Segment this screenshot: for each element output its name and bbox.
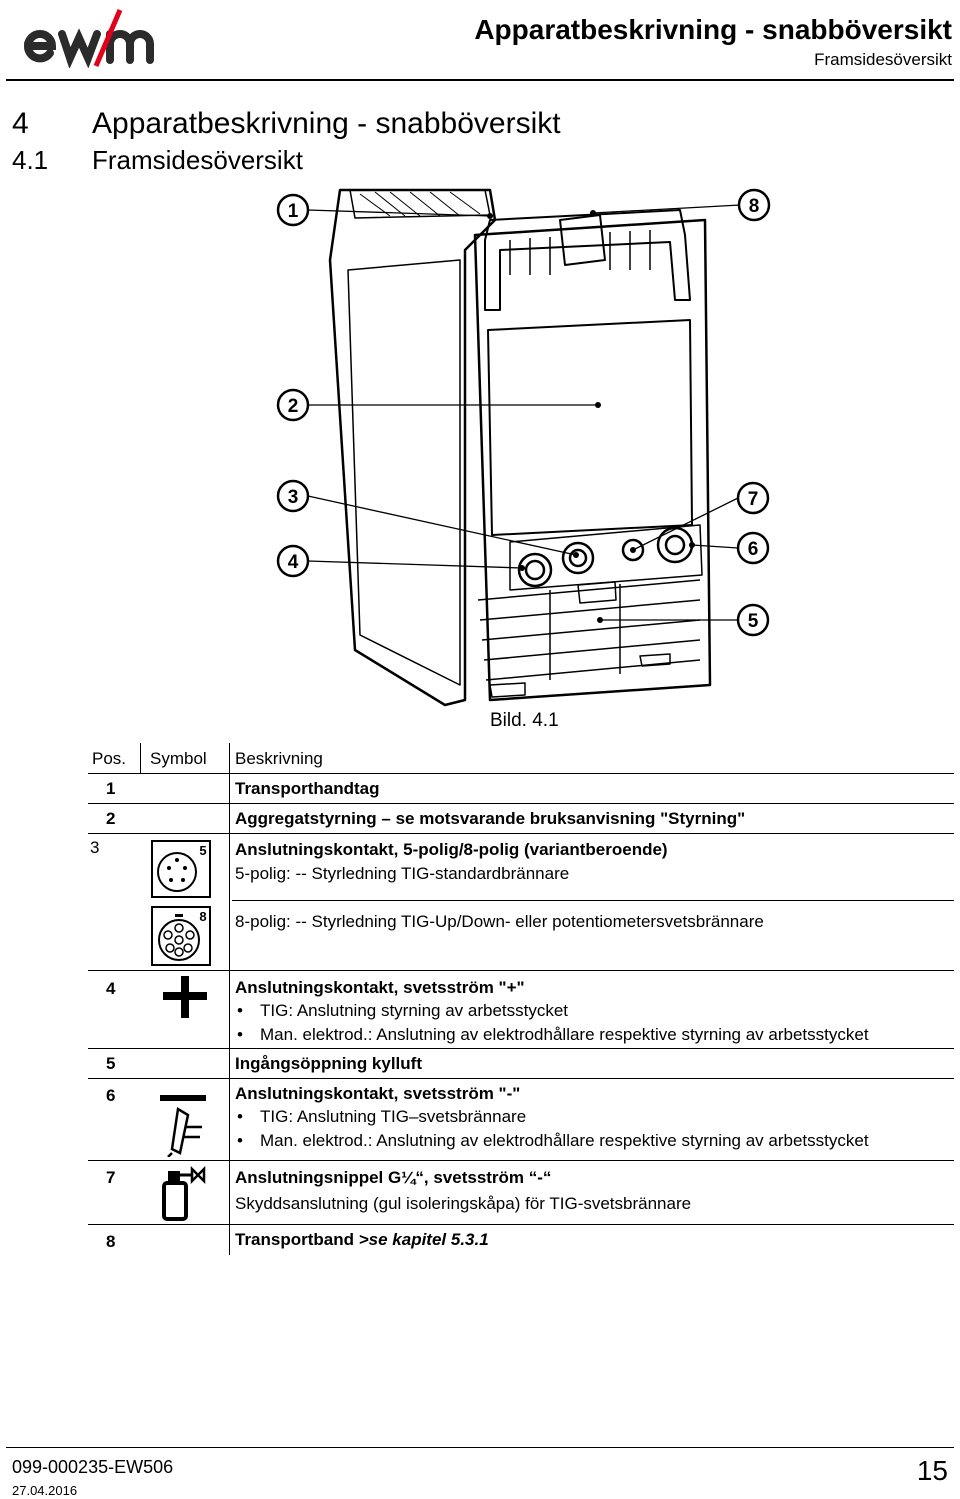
row-8-title: Transportband >se kapitel 5.3.1 (235, 1230, 489, 1249)
callout-6: 6 (748, 539, 759, 560)
table-rule (88, 1078, 954, 1079)
row-3-line-8pin: 8-polig: -- Styrledning TIG-Up/Down- ell… (235, 912, 764, 931)
row-8-chapter-ref: >se kapitel 5.3.1 (358, 1230, 489, 1249)
callout-4: 4 (288, 552, 299, 573)
header-rule (6, 79, 954, 81)
callout-8: 8 (749, 196, 760, 217)
callout-3: 3 (288, 487, 299, 508)
row-4-bullet-tig: TIG: Anslutning styrning av arbetsstycke… (260, 1001, 569, 1020)
bullet-dot: • (237, 1107, 243, 1126)
header-pos: Pos. (92, 749, 127, 768)
callout-7: 7 (748, 489, 759, 510)
callout-1: 1 (288, 201, 299, 222)
plus-icon (163, 976, 207, 1018)
table-rule (88, 773, 954, 774)
row-1-title: Transporthandtag (235, 779, 380, 798)
row-4-title: Anslutningskontakt, svetsström "+" (235, 978, 525, 997)
row-7-title: Anslutningsnippel G¼“, svetsström “-“ (235, 1168, 552, 1187)
row-8-pos: 8 (106, 1232, 116, 1251)
row-7-line: Skyddsanslutning (gul isoleringskåpa) fö… (235, 1194, 692, 1213)
socket-8pin-icon: 8 (151, 906, 211, 966)
header-title: Apparatbeskrivning - snabböversikt (474, 14, 952, 45)
header-symbol: Symbol (150, 749, 207, 768)
row-1-pos: 1 (106, 779, 116, 798)
table-rule (88, 1160, 954, 1161)
table-rule (88, 1048, 954, 1049)
row-3-line-5pin: 5-polig: -- Styrledning TIG-standardbrän… (235, 864, 570, 883)
callout-5: 5 (748, 611, 759, 632)
socket-5pin-icon: 5 (151, 840, 211, 898)
row-3-title: Anslutningskontakt, 5-polig/8-polig (var… (235, 840, 668, 859)
table-rule (232, 900, 954, 901)
bullet-dot: • (237, 1025, 243, 1044)
table-vline (229, 743, 230, 1255)
figure-caption: Bild. 4.1 (490, 710, 559, 731)
table-rule (88, 833, 954, 834)
footer-doc-number: 099-000235-EW506 (12, 1457, 174, 1477)
footer-rule (6, 1447, 954, 1448)
svg-text:8: 8 (199, 909, 206, 924)
torch-minus-icon (160, 1095, 206, 1157)
svg-text:5: 5 (199, 843, 206, 858)
subsection-number: 4.1 (12, 145, 49, 175)
row-6-bullet-tig: TIG: Anslutning TIG–svetsbrännare (260, 1107, 527, 1126)
section-title: Apparatbeskrivning - snabböversikt (92, 107, 561, 140)
header-description: Beskrivning (235, 749, 323, 768)
row-2-pos: 2 (106, 809, 116, 828)
subsection-title: Framsidesöversikt (92, 145, 303, 175)
row-7-pos: 7 (106, 1168, 116, 1187)
row-4-pos: 4 (106, 979, 116, 998)
row-6-pos: 6 (106, 1086, 116, 1105)
table-rule (88, 1224, 954, 1225)
table-rule (88, 803, 954, 804)
ewm-logo (24, 9, 154, 68)
gas-cylinder-icon (162, 1165, 206, 1221)
bullet-dot: • (237, 1131, 243, 1150)
section-number: 4 (12, 107, 29, 140)
row-3-pos: 3 (90, 838, 100, 857)
row-5-title: Ingångsöppning kylluft (235, 1054, 422, 1073)
machine-front-illustration: 1 8 2 3 7 4 6 5 (276, 188, 771, 707)
row-6-title: Anslutningskontakt, svetsström "-" (235, 1084, 521, 1103)
page-number: 15 (916, 1455, 948, 1486)
row-6-bullet-electrode: Man. elektrod.: Anslutning av elektrodhå… (260, 1131, 869, 1150)
row-4-bullet-electrode: Man. elektrod.: Anslutning av elektrodhå… (260, 1025, 869, 1044)
table-rule (88, 970, 954, 971)
row-2-title: Aggregatstyrning – se motsvarande bruksa… (235, 809, 746, 828)
header-subtitle: Framsidesöversikt (814, 50, 952, 69)
bullet-dot: • (237, 1001, 243, 1020)
footer-date: 27.04.2016 (12, 1483, 78, 1498)
callout-2: 2 (288, 396, 299, 417)
row-5-pos: 5 (106, 1054, 116, 1073)
table-vline (140, 743, 141, 773)
